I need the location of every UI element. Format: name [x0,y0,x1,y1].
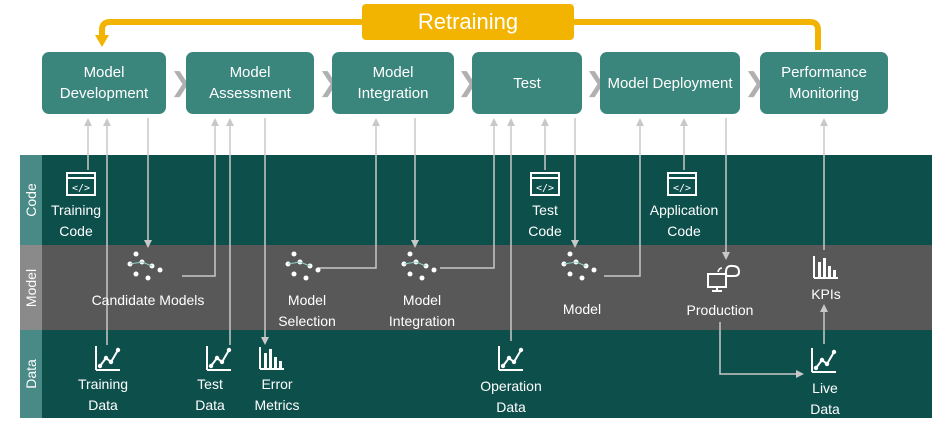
svg-text:</>: </> [536,183,554,194]
operation-data-label: Operation Data [480,378,542,415]
stage-test: Test [472,52,582,114]
retrain-loop-left [95,19,362,47]
test-code-label: Test Code [528,202,562,239]
svg-text:</>: </> [673,183,691,194]
candidate-models-label: Candidate Models [91,292,205,308]
live-data-label: Live Data [810,380,840,417]
production-label: Production [686,302,754,318]
training-data-label: Training Data [77,376,129,413]
network-dots-icon [127,251,163,281]
code-window-icon: </> [66,172,96,196]
model-label: Model [562,301,602,317]
retrain-loop-right [574,19,821,50]
training-code-label: Training Code [50,202,102,239]
line-chart-icon [498,346,524,371]
stage-model-development: Model Development [42,52,166,114]
data-lane-label: Data [20,330,42,418]
model-selection-label: Model Selection [278,292,336,329]
model-lane-label: Model [20,245,42,330]
retraining-label: Retraining [362,4,574,40]
bar-chart-icon [813,256,838,279]
network-dots-icon [285,251,321,281]
code-lane-label: Code [20,155,42,245]
model-integration-label: Model Integration [388,292,456,329]
integration-to-test-arrow [440,118,498,269]
code-lane [20,155,932,245]
kpis-label: KPIs [811,286,841,302]
network-dots-icon [561,251,597,281]
code-window-icon: </> [530,172,560,196]
svg-text:</>: </> [72,183,90,194]
stage-model-deployment: Model Deployment [600,52,740,114]
stage-model-assessment: Model Assessment [186,52,314,114]
code-window-icon: </> [667,172,697,196]
model-to-deployment-arrow [604,118,644,277]
network-dots-icon [401,251,437,281]
line-chart-icon [811,348,837,373]
monitor-cloud-icon [707,264,741,292]
stage-model-integration: Model Integration [332,52,454,114]
error-metrics-label: Error Metrics [254,376,300,413]
model-lane [20,245,932,330]
production-to-live-data-arrow [719,322,804,378]
application-code-label: Application Code [649,202,719,239]
candidate-to-assessment-arrow [182,118,219,277]
line-chart-icon [95,346,121,371]
test-data-label: Test Data [195,376,225,413]
stage-performance-monitoring: Performance Monitoring [760,52,888,114]
line-chart-icon [206,346,232,371]
bar-chart-icon [259,347,284,370]
selection-to-integration-arrow [318,118,380,269]
